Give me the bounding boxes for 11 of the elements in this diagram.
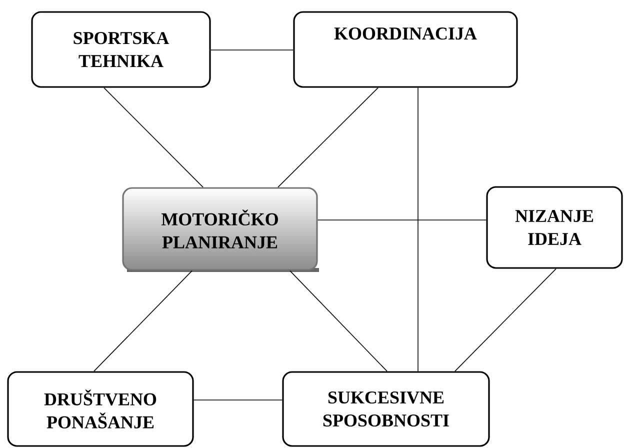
concept-box: NIZANJE IDEJA xyxy=(486,186,623,269)
connector-line xyxy=(278,87,378,188)
connector-line xyxy=(94,270,192,372)
concept-box: SUKCESIVNE SPOSOBNOSTI xyxy=(282,371,490,447)
connector-line xyxy=(454,268,556,372)
concept-box: KOORDINACIJA xyxy=(293,11,518,88)
connector-line xyxy=(290,270,388,372)
central-box: MOTORIČKO PLANIRANJE xyxy=(122,187,319,272)
concept-box: DRUŠTVENO PONAŠANJE xyxy=(7,371,194,447)
concept-box: SPORTSKA TEHNIKA xyxy=(31,11,211,88)
connector-line xyxy=(104,87,204,188)
